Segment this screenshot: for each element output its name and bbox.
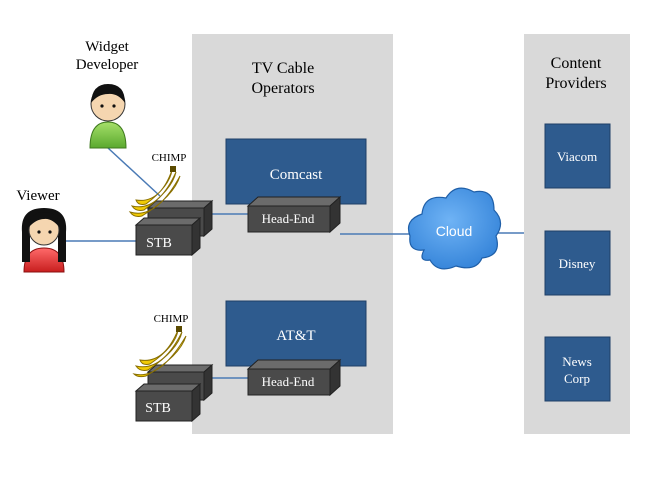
operator-box-comcast xyxy=(225,138,367,205)
cloud-icon xyxy=(407,187,502,270)
providers-title-line1: Content xyxy=(551,55,602,72)
viewer-label: Viewer xyxy=(16,188,59,204)
provider-label-viacom: Viacom xyxy=(557,149,597,164)
headend-label-bottom: Head-End xyxy=(262,374,315,389)
operators-title-line1: TV Cable xyxy=(252,60,314,77)
headend-box-top xyxy=(247,205,331,233)
chimp-label-bottom: CHIMP xyxy=(154,313,189,325)
stb-box-bottom xyxy=(135,390,193,422)
provider-box-newscorp xyxy=(544,336,611,402)
developer-to-stb-line xyxy=(107,147,161,197)
stb-box-top xyxy=(135,224,193,256)
person-red-icon xyxy=(21,208,67,273)
headend-box-bottom xyxy=(247,368,331,396)
provider-label-newscorp-line1: News xyxy=(562,354,592,369)
banana-icon xyxy=(128,166,181,217)
stb-top-group: CHIMP STB xyxy=(128,152,214,257)
cloud-label: Cloud xyxy=(436,223,473,239)
operator-label-comcast: Comcast xyxy=(270,167,323,183)
stb-label-bottom: STB xyxy=(145,401,171,416)
developer-label-line1: Widget xyxy=(85,39,129,55)
provider-label-disney: Disney xyxy=(559,256,596,271)
provider-box-viacom xyxy=(544,123,611,189)
developer-label-line2: Developer xyxy=(76,57,138,73)
provider-box-disney xyxy=(544,230,611,296)
operator-box-att xyxy=(225,300,367,367)
operator-label-att: AT&T xyxy=(276,328,315,344)
person-green-icon xyxy=(89,84,127,149)
stb-label-top: STB xyxy=(146,236,172,251)
headend-label-top: Head-End xyxy=(262,211,315,226)
providers-title-line2: Providers xyxy=(545,75,606,92)
stb-bottom-group: CHIMP STB xyxy=(132,313,214,423)
provider-label-newscorp-line2: Corp xyxy=(564,371,590,386)
connectors xyxy=(66,147,524,379)
operators-title-line2: Operators xyxy=(251,80,314,97)
banana-icon xyxy=(132,326,187,378)
chimp-label-top: CHIMP xyxy=(152,152,187,164)
